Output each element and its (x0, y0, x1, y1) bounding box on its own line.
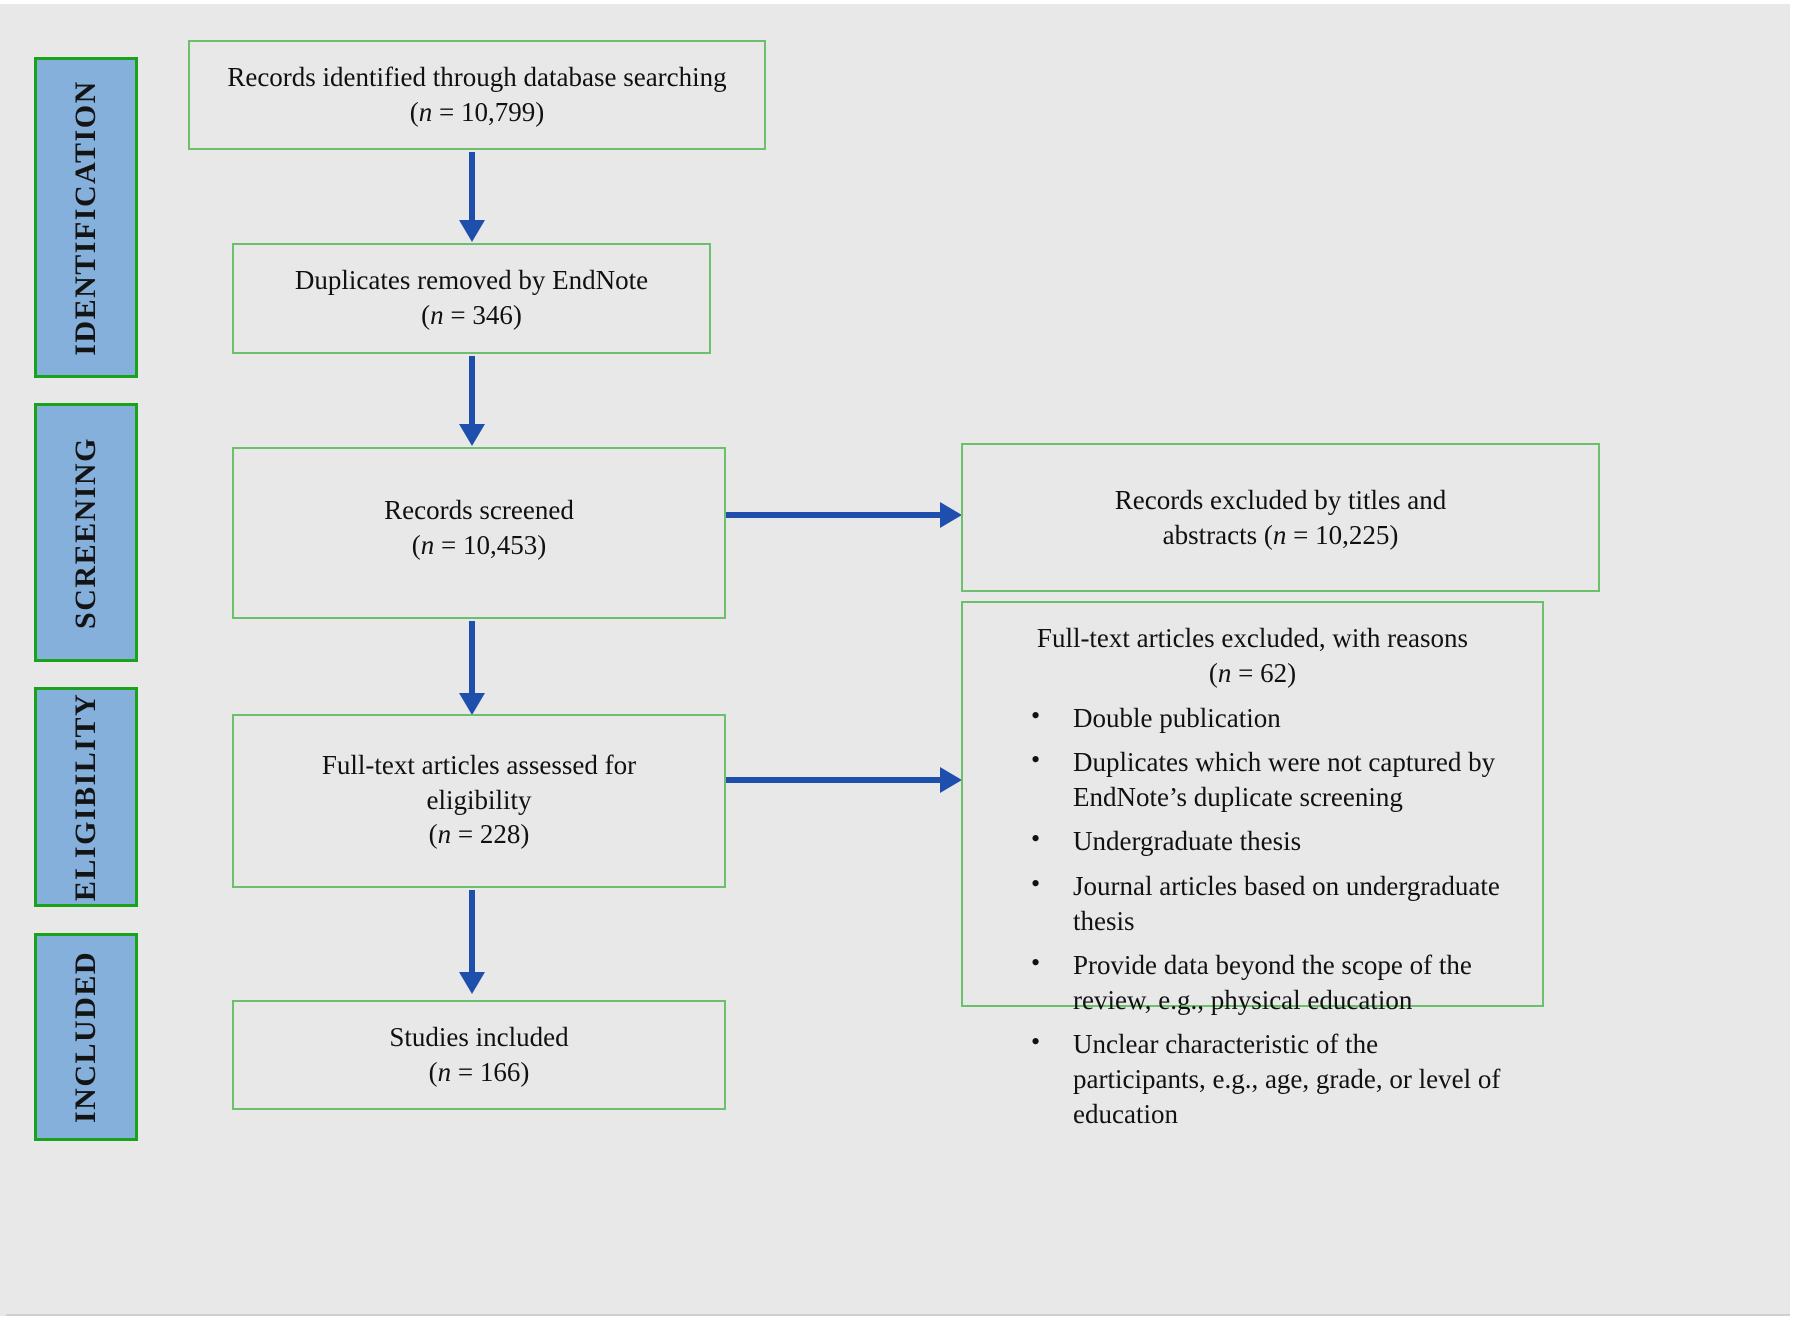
phase-screening: SCREENING (34, 403, 138, 662)
list-item: Unclear characteristic of the participan… (1031, 1025, 1516, 1132)
box-studies-included: Studies included (n = 166) (232, 1000, 726, 1110)
box-studies-included-count: (n = 166) (428, 1056, 530, 1087)
phase-identification-label: IDENTIFICATION (69, 79, 102, 356)
canvas-bottom-margin (0, 1316, 1800, 1330)
box-excluded-fulltext-count: (n = 62) (1208, 658, 1297, 689)
box-excluded-titles-abstracts-line1: Records excluded by titles and (1114, 484, 1447, 515)
box-excluded-fulltext-title: Full-text articles excluded, with reason… (1036, 623, 1469, 653)
list-item: Undergraduate thesis (1031, 822, 1516, 859)
box-records-identified: Records identified through database sear… (188, 40, 766, 150)
arrow-screened-to-excluded-titles (726, 500, 962, 530)
box-fulltext-assessed-count: (n = 228) (428, 819, 530, 850)
box-excluded-titles-abstracts: Records excluded by titles and abstracts… (961, 443, 1600, 592)
box-fulltext-assessed-title-line1: Full-text articles assessed for (321, 750, 637, 780)
box-records-identified-title: Records identified through database sear… (227, 62, 727, 92)
arrow-fulltext-to-included (452, 890, 492, 994)
box-duplicates-removed: Duplicates removed by EndNote (n = 346) (232, 243, 711, 354)
canvas-top-margin (0, 0, 1800, 4)
arrow-screened-to-fulltext (452, 621, 492, 715)
box-fulltext-assessed: Full-text articles assessed for eligibil… (232, 714, 726, 888)
phase-included: INCLUDED (34, 933, 138, 1141)
box-studies-included-title: Studies included (389, 1022, 569, 1052)
box-excluded-fulltext-reasons: Full-text articles excluded, with reason… (961, 601, 1544, 1129)
list-item: Journal articles based on undergraduate … (1031, 867, 1516, 939)
box-fulltext-assessed-title-line2: eligibility (426, 784, 532, 815)
box-duplicates-removed-title: Duplicates removed by EndNote (294, 265, 649, 295)
box-duplicates-removed-count: (n = 346) (421, 299, 522, 330)
phase-screening-label: SCREENING (69, 436, 102, 629)
canvas-bottom-rule (6, 1314, 1790, 1316)
arrow-identified-to-duplicates (452, 152, 492, 242)
phase-eligibility-label: ELIGIBILITY (69, 692, 102, 902)
canvas-right-margin (1790, 0, 1800, 1330)
box-excluded-titles-abstracts-line2: abstracts (n = 10,225) (1162, 519, 1399, 550)
box-records-screened-title: Records screened (384, 495, 574, 525)
box-records-screened: Records screened (n = 10,453) (232, 447, 726, 619)
list-item: Duplicates which were not captured by En… (1031, 743, 1516, 815)
list-item: Double publication (1031, 699, 1516, 736)
phase-eligibility: ELIGIBILITY (34, 687, 138, 907)
phase-included-label: INCLUDED (69, 950, 102, 1124)
arrow-fulltext-to-excluded-reasons (726, 765, 962, 795)
excluded-reasons-list: Double publication Duplicates which were… (963, 699, 1542, 1141)
box-records-identified-count: (n = 10,799) (409, 96, 545, 127)
arrow-duplicates-to-screened (452, 356, 492, 446)
box-records-screened-count: (n = 10,453) (411, 529, 547, 560)
phase-identification: IDENTIFICATION (34, 57, 138, 378)
list-item: Provide data beyond the scope of the rev… (1031, 946, 1516, 1018)
